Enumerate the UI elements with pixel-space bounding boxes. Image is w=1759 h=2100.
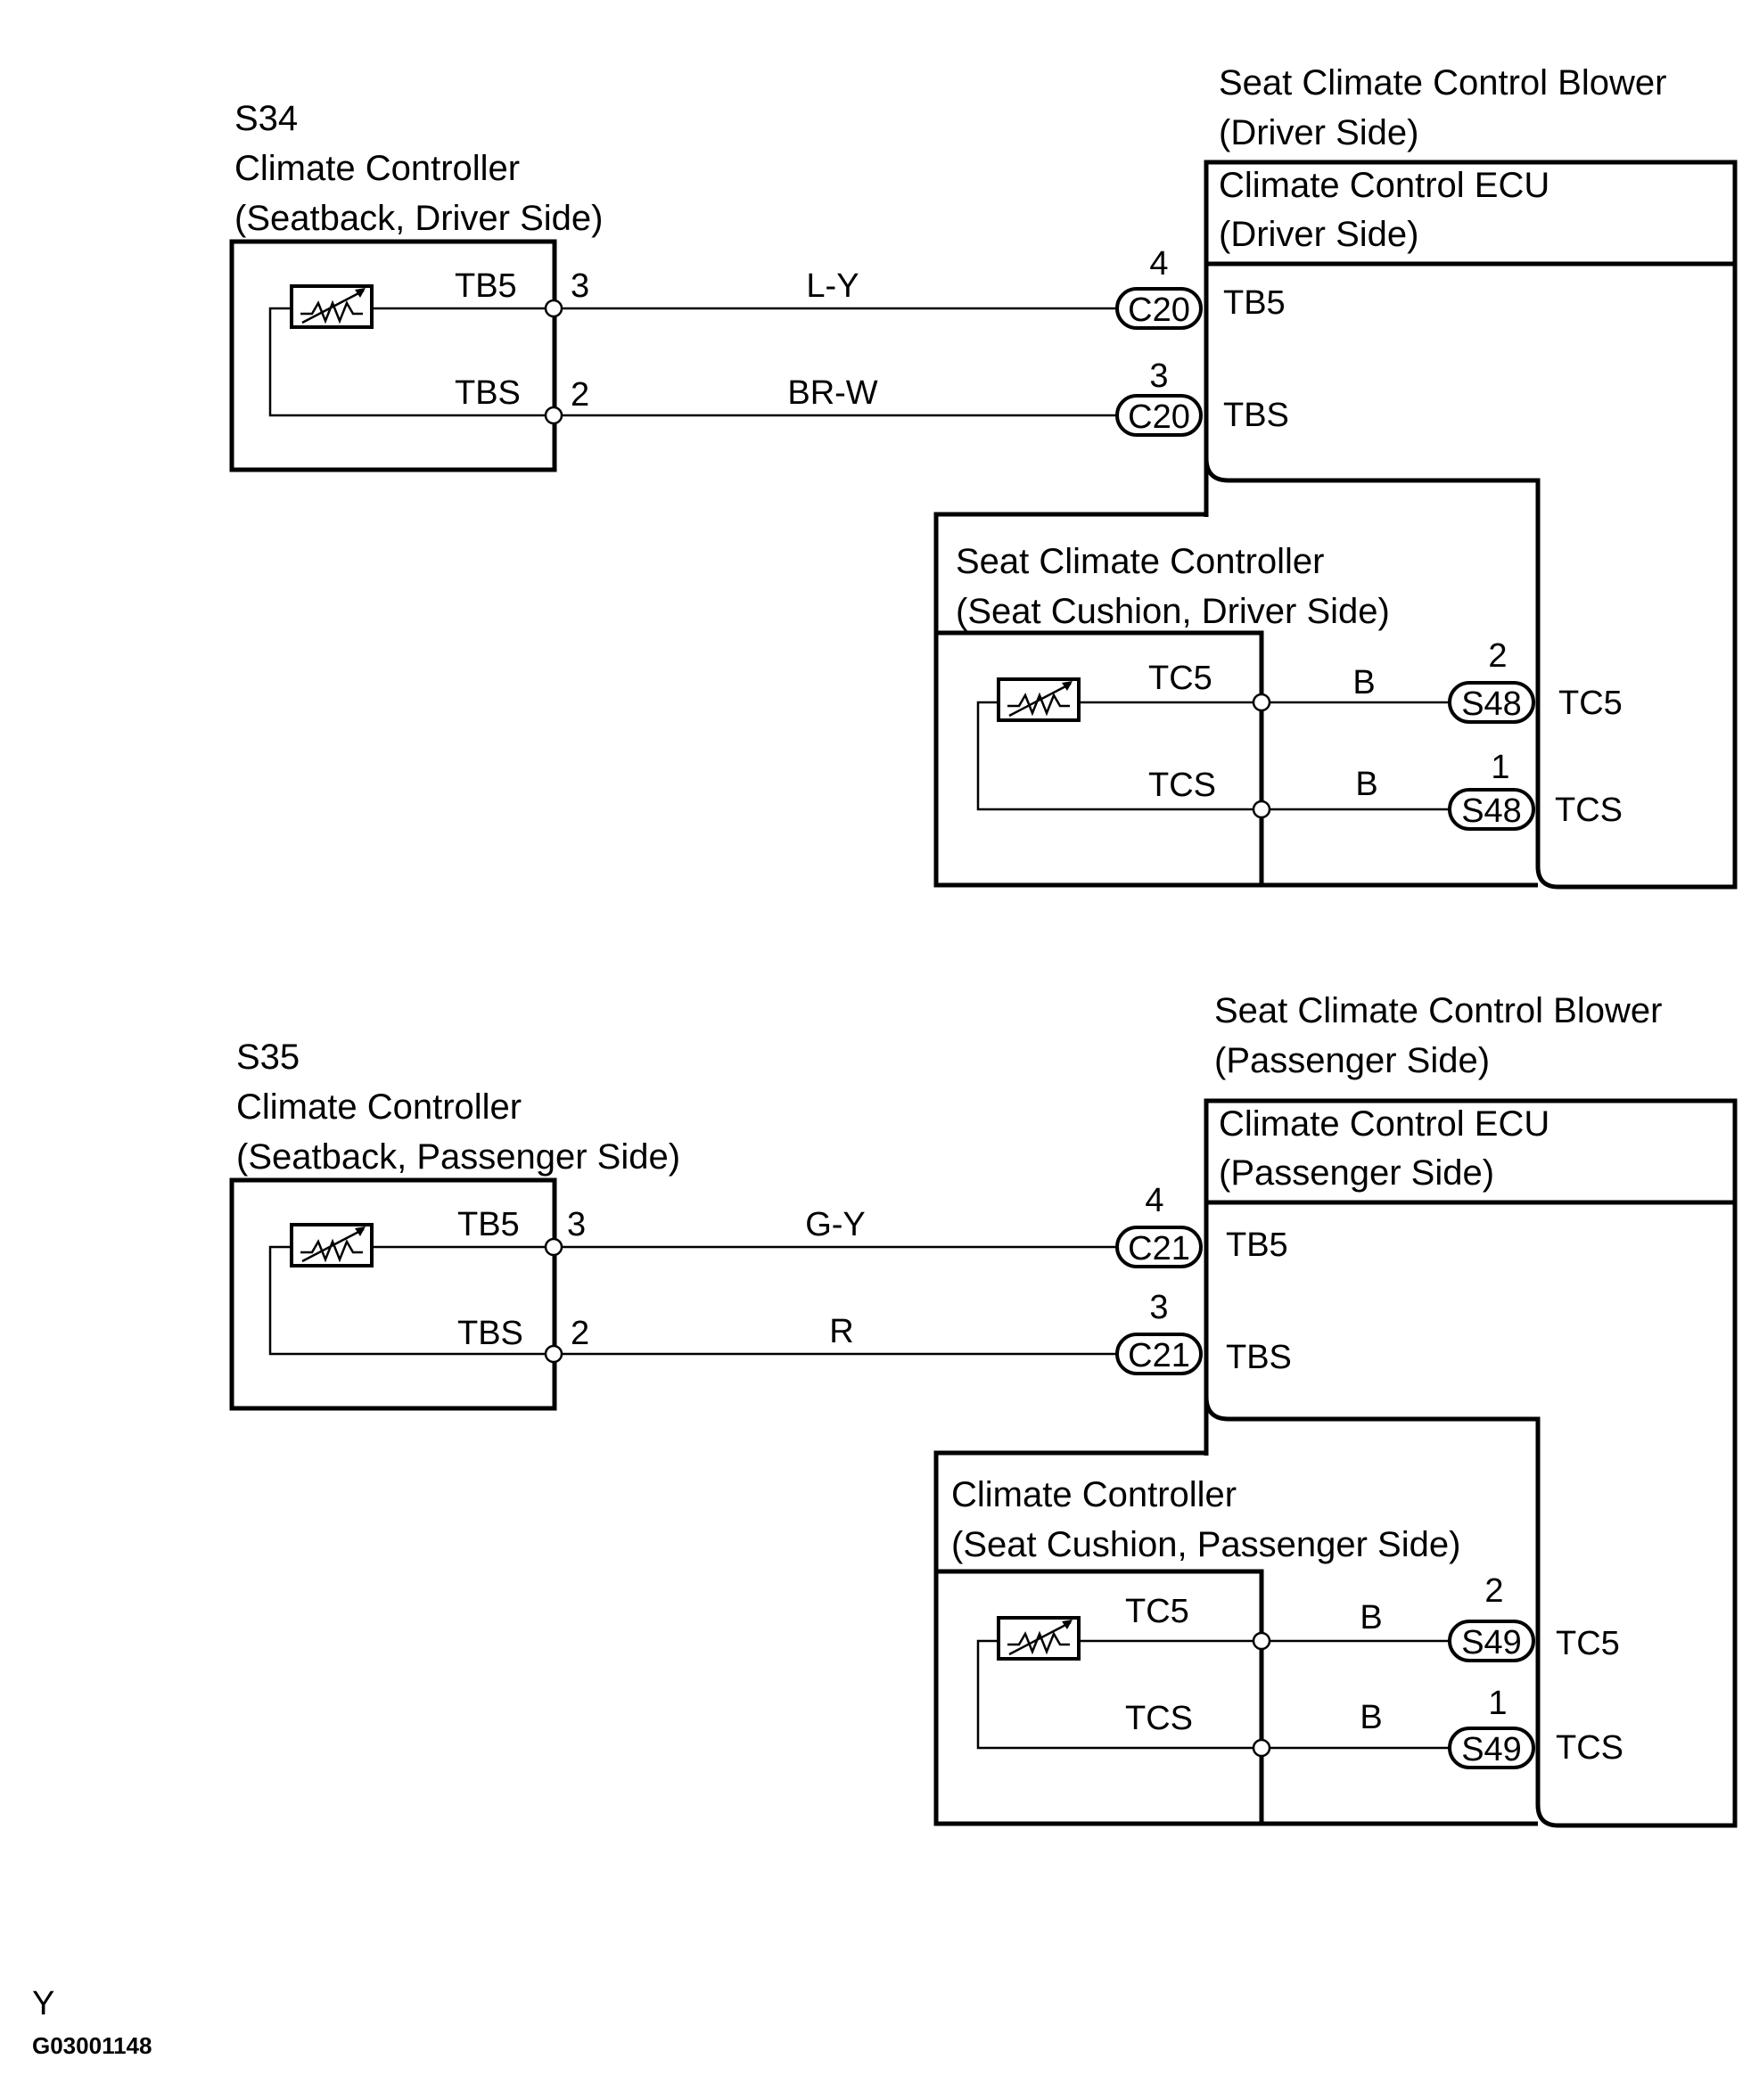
sensor-name: Climate Controller (234, 149, 520, 188)
splice-node (1252, 1738, 1271, 1758)
cushion-terminal-tcs: TCS (1148, 767, 1216, 804)
blower-subtitle: (Passenger Side) (1214, 1041, 1490, 1080)
splice-node (1252, 800, 1271, 819)
sensor-code: S35 (236, 1038, 300, 1077)
wire-color-label: B (1352, 664, 1375, 701)
connector-label: C20 (1128, 291, 1190, 329)
cushion-inner-box (936, 1569, 1264, 1824)
ecu-terminal-tbs: TBS (1223, 397, 1289, 434)
sensor-location: (Seatback, Passenger Side) (236, 1137, 680, 1177)
cushion-name: Seat Climate Controller (956, 542, 1325, 581)
connector-label: C21 (1128, 1230, 1190, 1267)
sensor-terminal-tb5: TB5 (457, 1206, 520, 1243)
sensor-loop-wire (268, 1245, 554, 1356)
blower-ecu-box (1204, 160, 1738, 890)
connector-c20-pin4 (1115, 287, 1203, 330)
cushion-inner-box (936, 630, 1264, 885)
ecu-subtitle: (Driver Side) (1219, 215, 1418, 254)
cushion-outer-box (933, 1450, 1538, 1826)
splice-node (544, 406, 563, 425)
connector-label: C21 (1128, 1337, 1190, 1374)
wire-color-label: B (1360, 1599, 1382, 1637)
blower-title: Seat Climate Control Blower (1219, 63, 1666, 103)
connector-pin-1: 1 (1488, 1685, 1507, 1722)
wire-color-label: B (1360, 1699, 1382, 1736)
blower-ecu-box (1204, 1098, 1738, 1828)
connector-pin-1: 1 (1491, 749, 1509, 786)
wire-color-label: B (1355, 766, 1377, 803)
seatback-sensor-box (229, 239, 557, 472)
connector-label: C20 (1128, 398, 1190, 436)
sensor-code: S34 (234, 99, 298, 138)
wire-color-label: L-Y (806, 267, 859, 305)
wire-color-label: R (829, 1313, 853, 1350)
ecu-terminal-tcs: TCS (1556, 1729, 1623, 1767)
ecu-terminal-tcs: TCS (1555, 792, 1623, 829)
connector-label: S49 (1461, 1731, 1522, 1768)
sensor-loop-wire (268, 307, 554, 417)
circuit-driver: S34 Climate Controller (Seatback, Driver… (229, 63, 1738, 890)
seatback-sensor-box (229, 1177, 557, 1411)
thermistor-icon (290, 1223, 374, 1267)
sensor-pin-3: 3 (571, 267, 589, 305)
ecu-terminal-tb5: TB5 (1223, 284, 1286, 322)
ecu-terminal-tc5: TC5 (1556, 1625, 1620, 1662)
cushion-loop-wire (976, 1639, 1262, 1750)
thermistor-icon (290, 284, 374, 329)
connector-s48-pin2 (1448, 681, 1535, 724)
cushion-terminal-tcs: TCS (1125, 1700, 1193, 1737)
cushion-terminal-tc5: TC5 (1148, 660, 1212, 697)
cushion-name: Climate Controller (951, 1475, 1237, 1514)
connector-pin-3: 3 (1149, 1289, 1168, 1326)
ecu-subtitle: (Passenger Side) (1219, 1153, 1494, 1193)
splice-node (544, 1344, 563, 1364)
sensor-location: (Seatback, Driver Side) (234, 199, 603, 238)
connector-pin-2: 2 (1484, 1572, 1503, 1610)
sensor-pin-2: 2 (571, 1315, 589, 1352)
ecu-terminal-tbs: TBS (1226, 1339, 1292, 1376)
cushion-loop-wire (976, 701, 1262, 811)
splice-node (544, 1237, 563, 1257)
connector-label: S49 (1461, 1624, 1522, 1661)
wire-color-label: G-Y (805, 1206, 866, 1243)
connector-label: S48 (1461, 685, 1522, 723)
connector-pin-2: 2 (1488, 637, 1507, 675)
cushion-location: (Seat Cushion, Passenger Side) (951, 1525, 1460, 1564)
ecu-terminal-tb5: TB5 (1226, 1226, 1288, 1264)
cushion-terminal-tc5: TC5 (1125, 1593, 1189, 1630)
splice-node (544, 299, 563, 318)
connector-s49-pin2 (1448, 1620, 1535, 1662)
wire-color-label: BR-W (787, 374, 877, 412)
circuit-passenger: S35 Climate Controller (Seatback, Passen… (229, 991, 1738, 1828)
connector-pin-4: 4 (1149, 245, 1168, 283)
sensor-pin-3: 3 (567, 1206, 586, 1243)
connector-s48-pin1 (1448, 788, 1535, 831)
figure-code: G03001148 (32, 2032, 152, 2059)
ecu-title: Climate Control ECU (1219, 1104, 1549, 1144)
connector-pin-3: 3 (1149, 357, 1168, 395)
sensor-terminal-tbs: TBS (455, 374, 521, 412)
splice-node (1252, 1631, 1271, 1651)
sensor-name: Climate Controller (236, 1087, 522, 1127)
connector-s49-pin1 (1448, 1727, 1535, 1769)
corner-mark: Y (32, 1985, 54, 2022)
thermistor-icon (997, 677, 1081, 722)
connector-c21-pin3 (1115, 1333, 1203, 1375)
ecu-terminal-tc5: TC5 (1558, 685, 1623, 722)
connector-pin-4: 4 (1145, 1182, 1163, 1219)
cushion-outer-box (933, 512, 1538, 888)
connector-c21-pin4 (1115, 1226, 1203, 1268)
blower-subtitle: (Driver Side) (1219, 113, 1418, 152)
sensor-terminal-tbs: TBS (457, 1315, 523, 1352)
thermistor-icon (997, 1616, 1081, 1661)
sensor-terminal-tb5: TB5 (455, 267, 517, 305)
ecu-title: Climate Control ECU (1219, 166, 1549, 205)
connector-c20-pin3 (1115, 394, 1203, 437)
sensor-pin-2: 2 (571, 376, 589, 414)
connector-label: S48 (1461, 792, 1522, 830)
splice-node (1252, 693, 1271, 712)
cushion-location: (Seat Cushion, Driver Side) (956, 592, 1390, 631)
blower-title: Seat Climate Control Blower (1214, 991, 1662, 1030)
